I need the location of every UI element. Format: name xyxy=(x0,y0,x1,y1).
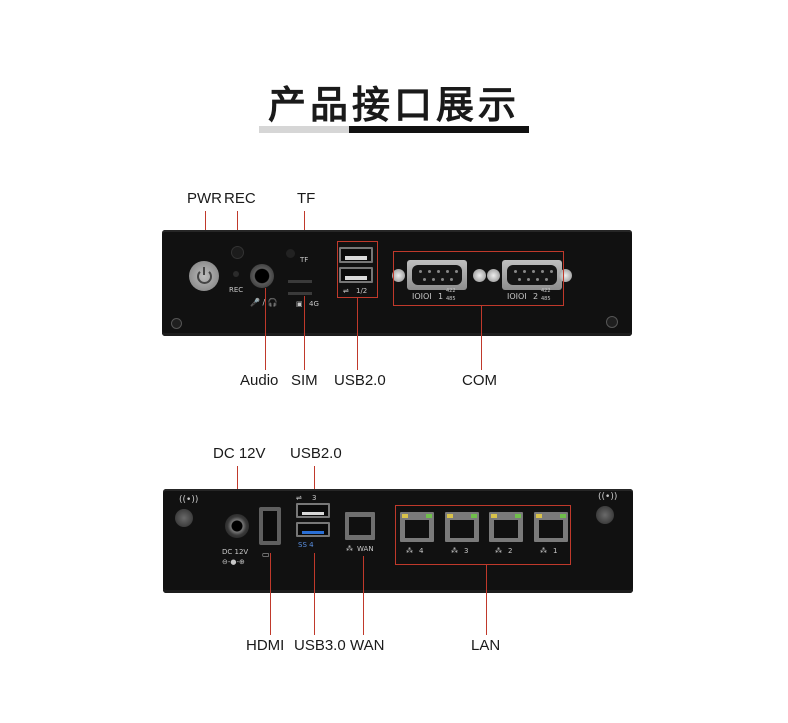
usb2-port-3[interactable] xyxy=(296,503,330,518)
mic-headphone-icon: 🎤 / 🎧 xyxy=(250,298,278,307)
usb3-print: SS 4 xyxy=(298,541,314,549)
tf-card-slot[interactable] xyxy=(288,280,312,283)
com-highlight-box xyxy=(393,251,564,306)
audio-jack[interactable] xyxy=(250,264,274,288)
sim-leader-line xyxy=(304,296,305,370)
com-leader-line xyxy=(481,306,482,370)
label-audio: Audio xyxy=(240,372,279,389)
com1-screw-right xyxy=(473,269,486,282)
com2-sub1: 422 xyxy=(541,288,551,294)
page-title: 产品接口展示 xyxy=(267,83,520,127)
rec-print: REC xyxy=(229,286,244,294)
label-pwr: PWR xyxy=(187,190,222,207)
sim-icon: ▣ xyxy=(296,300,303,308)
com1-sub1: 422 xyxy=(446,288,456,294)
com-port-2[interactable] xyxy=(502,260,562,290)
label-com: COM xyxy=(462,372,497,389)
lan-port-3[interactable] xyxy=(445,512,479,542)
lan-port-2[interactable] xyxy=(489,512,523,542)
com1-screw-left xyxy=(392,269,405,282)
tf-print: TF xyxy=(300,256,309,264)
label-sim: SIM xyxy=(291,372,318,389)
usb20-rear-leader-line xyxy=(314,466,315,500)
dc-power-jack[interactable] xyxy=(225,514,249,538)
lan2-print: 2 xyxy=(508,547,513,555)
com1-sub2: 485 xyxy=(446,296,456,302)
rec-button[interactable] xyxy=(231,246,244,259)
lan1-print: 1 xyxy=(553,547,558,555)
indicator-led xyxy=(286,249,295,258)
lan2-network-icon: ⁂ xyxy=(495,547,502,555)
wifi-icon-left: ((•)) xyxy=(179,495,199,505)
rear-panel: ((•)) DC 12V ⊖-●-⊕ ▭ ⇌ 3 SS 4 ⁂ WAN ⁂ 4 … xyxy=(163,489,633,593)
com1-print: 1 xyxy=(438,292,444,301)
com1-icon: IOIOI xyxy=(412,292,432,301)
wan-leader-line xyxy=(363,556,364,635)
usb-highlight-box xyxy=(337,241,378,298)
sim-card-slot[interactable] xyxy=(288,292,312,295)
wan-print: WAN xyxy=(357,545,374,553)
ground-screw-icon xyxy=(171,318,182,329)
lan3-print: 3 xyxy=(464,547,469,555)
title-underline xyxy=(259,126,529,133)
usb-leader-line xyxy=(357,298,358,370)
label-usb20-rear: USB2.0 xyxy=(290,445,342,462)
label-dc: DC 12V xyxy=(213,445,266,462)
usb30-leader-line xyxy=(314,553,315,635)
rec-led-icon xyxy=(233,271,239,277)
dc-polarity-icon: ⊖-●-⊕ xyxy=(222,558,245,566)
label-rec: REC xyxy=(224,190,256,207)
com2-screw-left xyxy=(487,269,500,282)
wan-network-icon: ⁂ xyxy=(346,545,353,553)
hdmi-icon: ▭ xyxy=(262,550,270,559)
power-button[interactable] xyxy=(189,261,219,291)
lan4-print: 4 xyxy=(419,547,424,555)
usb3-port-4[interactable] xyxy=(296,522,330,537)
lan-leader-line xyxy=(486,565,487,635)
usb3-top-icon: ⇌ xyxy=(296,494,302,502)
label-lan: LAN xyxy=(471,637,501,654)
lan-port-1[interactable] xyxy=(534,512,568,542)
com2-icon: IOIOI xyxy=(507,292,527,301)
lan1-network-icon: ⁂ xyxy=(540,547,547,555)
lan-highlight-box xyxy=(395,505,571,565)
antenna-left xyxy=(175,509,193,527)
dc-print: DC 12V xyxy=(222,548,249,556)
com2-screw-right xyxy=(559,269,572,282)
front-panel: REC 🎤 / 🎧 TF ▣ 4G ⇌ 1/2 IOIOI 1 422 485 xyxy=(162,230,632,336)
hdmi-port[interactable] xyxy=(259,507,281,545)
lan-port-4[interactable] xyxy=(400,512,434,542)
panel-screw-icon xyxy=(606,316,618,328)
com-port-1[interactable] xyxy=(407,260,467,290)
usb-print: 1/2 xyxy=(356,287,368,295)
com2-sub2: 485 xyxy=(541,296,551,302)
usb3-top-print: 3 xyxy=(312,494,317,502)
label-tf: TF xyxy=(297,190,316,207)
com2-print: 2 xyxy=(533,292,539,301)
usb-port-1[interactable] xyxy=(339,247,373,263)
sim-print: 4G xyxy=(309,300,319,308)
hdmi-leader-line xyxy=(270,553,271,635)
audio-leader-line xyxy=(265,288,266,370)
lan3-network-icon: ⁂ xyxy=(451,547,458,555)
label-hdmi: HDMI xyxy=(246,637,285,654)
usb-port-2[interactable] xyxy=(339,267,373,283)
label-wan: WAN xyxy=(350,637,385,654)
lan4-network-icon: ⁂ xyxy=(406,547,413,555)
label-usb20: USB2.0 xyxy=(334,372,386,389)
usb-symbol-icon: ⇌ xyxy=(343,287,349,295)
wan-port[interactable] xyxy=(345,512,375,540)
title-underline-accent xyxy=(259,126,349,133)
label-usb30: USB3.0 xyxy=(294,637,346,654)
antenna-right xyxy=(596,506,614,524)
wifi-icon-right: ((•)) xyxy=(598,492,618,502)
